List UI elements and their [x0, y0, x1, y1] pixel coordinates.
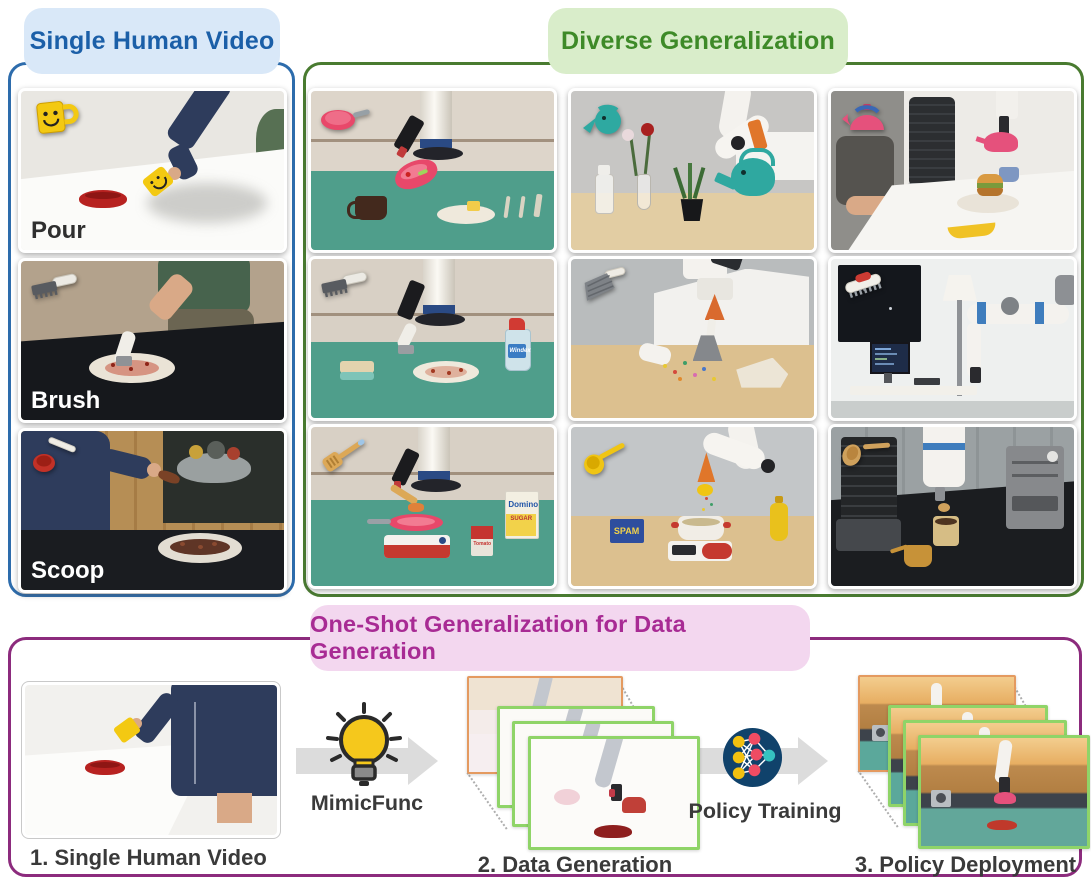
- neural-network-icon: [722, 727, 783, 788]
- flower-vase: [636, 173, 651, 210]
- photo-robot-spatula-pan: Domino SUGAR Tomato: [308, 424, 557, 589]
- photo-robot-desk-brush: [828, 256, 1077, 421]
- photo-step1-human-video: [22, 682, 280, 838]
- photo-human-pour: Pour: [18, 88, 287, 253]
- brown-mug: [346, 195, 387, 220]
- deploy-pink-kettle: [994, 792, 1017, 804]
- person: [171, 685, 277, 796]
- white-pot: [670, 516, 731, 541]
- robot-tower: [908, 97, 955, 187]
- robot-arm: [923, 427, 965, 488]
- smiley-mug-icon: [36, 101, 79, 134]
- photo-human-brush: Brush: [18, 258, 287, 423]
- pipeline-header: One-Shot Generalization for Data Generat…: [310, 605, 810, 671]
- red-spoon-icon: [33, 437, 76, 472]
- sim-red-bowl: [594, 825, 633, 839]
- pink-kettle: [975, 132, 1019, 153]
- lightbulb-icon: [326, 702, 402, 786]
- hand-brush-icon: [31, 273, 77, 300]
- diverse-generalization-header: Diverse Generalization: [548, 8, 848, 74]
- step2-label: 2. Data Generation: [477, 852, 673, 877]
- yellow-ladle: [697, 484, 714, 497]
- scrub-brush-icon: [845, 271, 882, 298]
- golden-kettle: [889, 543, 932, 567]
- espresso-machine: [1005, 446, 1065, 529]
- diverse-generalization-title: Diverse Generalization: [561, 26, 835, 55]
- red-bowl: [85, 760, 126, 775]
- teal-watering-can: [714, 147, 776, 196]
- washing-machine: [930, 789, 951, 807]
- pipeline-title: One-Shot Generalization for Data Generat…: [310, 611, 686, 664]
- spam-can: SPAM: [609, 519, 644, 544]
- code-monitor: [869, 341, 910, 374]
- toy-stove: [383, 535, 450, 559]
- tomato-label: Tomato: [473, 540, 492, 547]
- deploy-frame-front: [918, 735, 1090, 849]
- pink-kettle-icon: [842, 104, 884, 130]
- photo-robot-brush-plate: Windex: [308, 256, 557, 421]
- photo-robot-coffee-scoop: [828, 424, 1077, 589]
- wooden-spoon: [937, 503, 950, 513]
- task-label-scoop: Scoop: [31, 557, 105, 584]
- windex-label: Windex: [509, 347, 531, 354]
- sponge: [340, 360, 375, 373]
- red-bowl: [78, 189, 127, 208]
- photo-robot-watering: [568, 88, 817, 253]
- photo-robot-sweeping: [568, 256, 817, 421]
- sugar-label: SUGAR: [510, 515, 533, 522]
- wooden-spatula-icon: [322, 439, 365, 472]
- person: [835, 135, 895, 206]
- hand-brush-icon: [321, 271, 367, 298]
- task-label-brush: Brush: [31, 387, 101, 414]
- pink-pan: [366, 514, 443, 532]
- policy-training-label: Policy Training: [688, 799, 842, 823]
- blue-cup: [998, 167, 1019, 183]
- yellow-ladle-icon: [584, 443, 625, 475]
- pink-frying-pan-icon: [321, 109, 370, 130]
- desk: [850, 386, 977, 396]
- mimicfunc-label: MimicFunc: [310, 791, 424, 815]
- step1-label: 1. Single Human Video: [30, 845, 267, 870]
- single-human-video-title: Single Human Video: [29, 26, 275, 55]
- toy-stove: [668, 541, 733, 562]
- potted-plant: [680, 199, 704, 222]
- hand-broom-icon: [584, 267, 626, 301]
- keyboard: [913, 378, 940, 386]
- single-human-video-header: Single Human Video: [24, 8, 280, 74]
- task-label-pour: Pour: [31, 217, 86, 244]
- step3-label: 3. Policy Deployment: [854, 852, 1077, 877]
- mustard-bottle: [770, 496, 789, 542]
- plate-with-crumbs: [413, 360, 480, 383]
- domino-label: Domino: [508, 499, 539, 509]
- gripper: [969, 367, 981, 384]
- bean-can: [933, 516, 960, 547]
- photo-robot-pour-scoop: [308, 88, 557, 253]
- sim-red-kettle: [622, 797, 647, 814]
- sugar-box: Domino SUGAR: [505, 490, 540, 539]
- robot-wrist: [996, 91, 1019, 119]
- plate-with-crumbs: [89, 353, 176, 384]
- photo-human-scoop: Scoop: [18, 428, 287, 593]
- red-rose: [641, 122, 655, 136]
- plate-with-burger: [957, 192, 1020, 213]
- windex-bottle: Windex: [505, 317, 532, 371]
- white-rose: [622, 129, 635, 142]
- lamp-shade: [942, 274, 977, 301]
- deploy-red-bowl: [987, 820, 1018, 831]
- photo-robot-kettle-cup: [828, 88, 1077, 253]
- photo-robot-ladle-pot: SPAM: [568, 424, 817, 589]
- spray-bottle: [595, 164, 615, 214]
- bowl-of-beans: [157, 532, 242, 563]
- soup-can: Tomato: [471, 525, 494, 556]
- plate-with-butter: [437, 201, 496, 225]
- sim-frame-front: [528, 736, 700, 850]
- watering-can-icon: [583, 104, 621, 134]
- spam-label: SPAM: [613, 526, 640, 537]
- shelf-alcove: [163, 431, 284, 524]
- wooden-spoon-icon: [842, 442, 890, 466]
